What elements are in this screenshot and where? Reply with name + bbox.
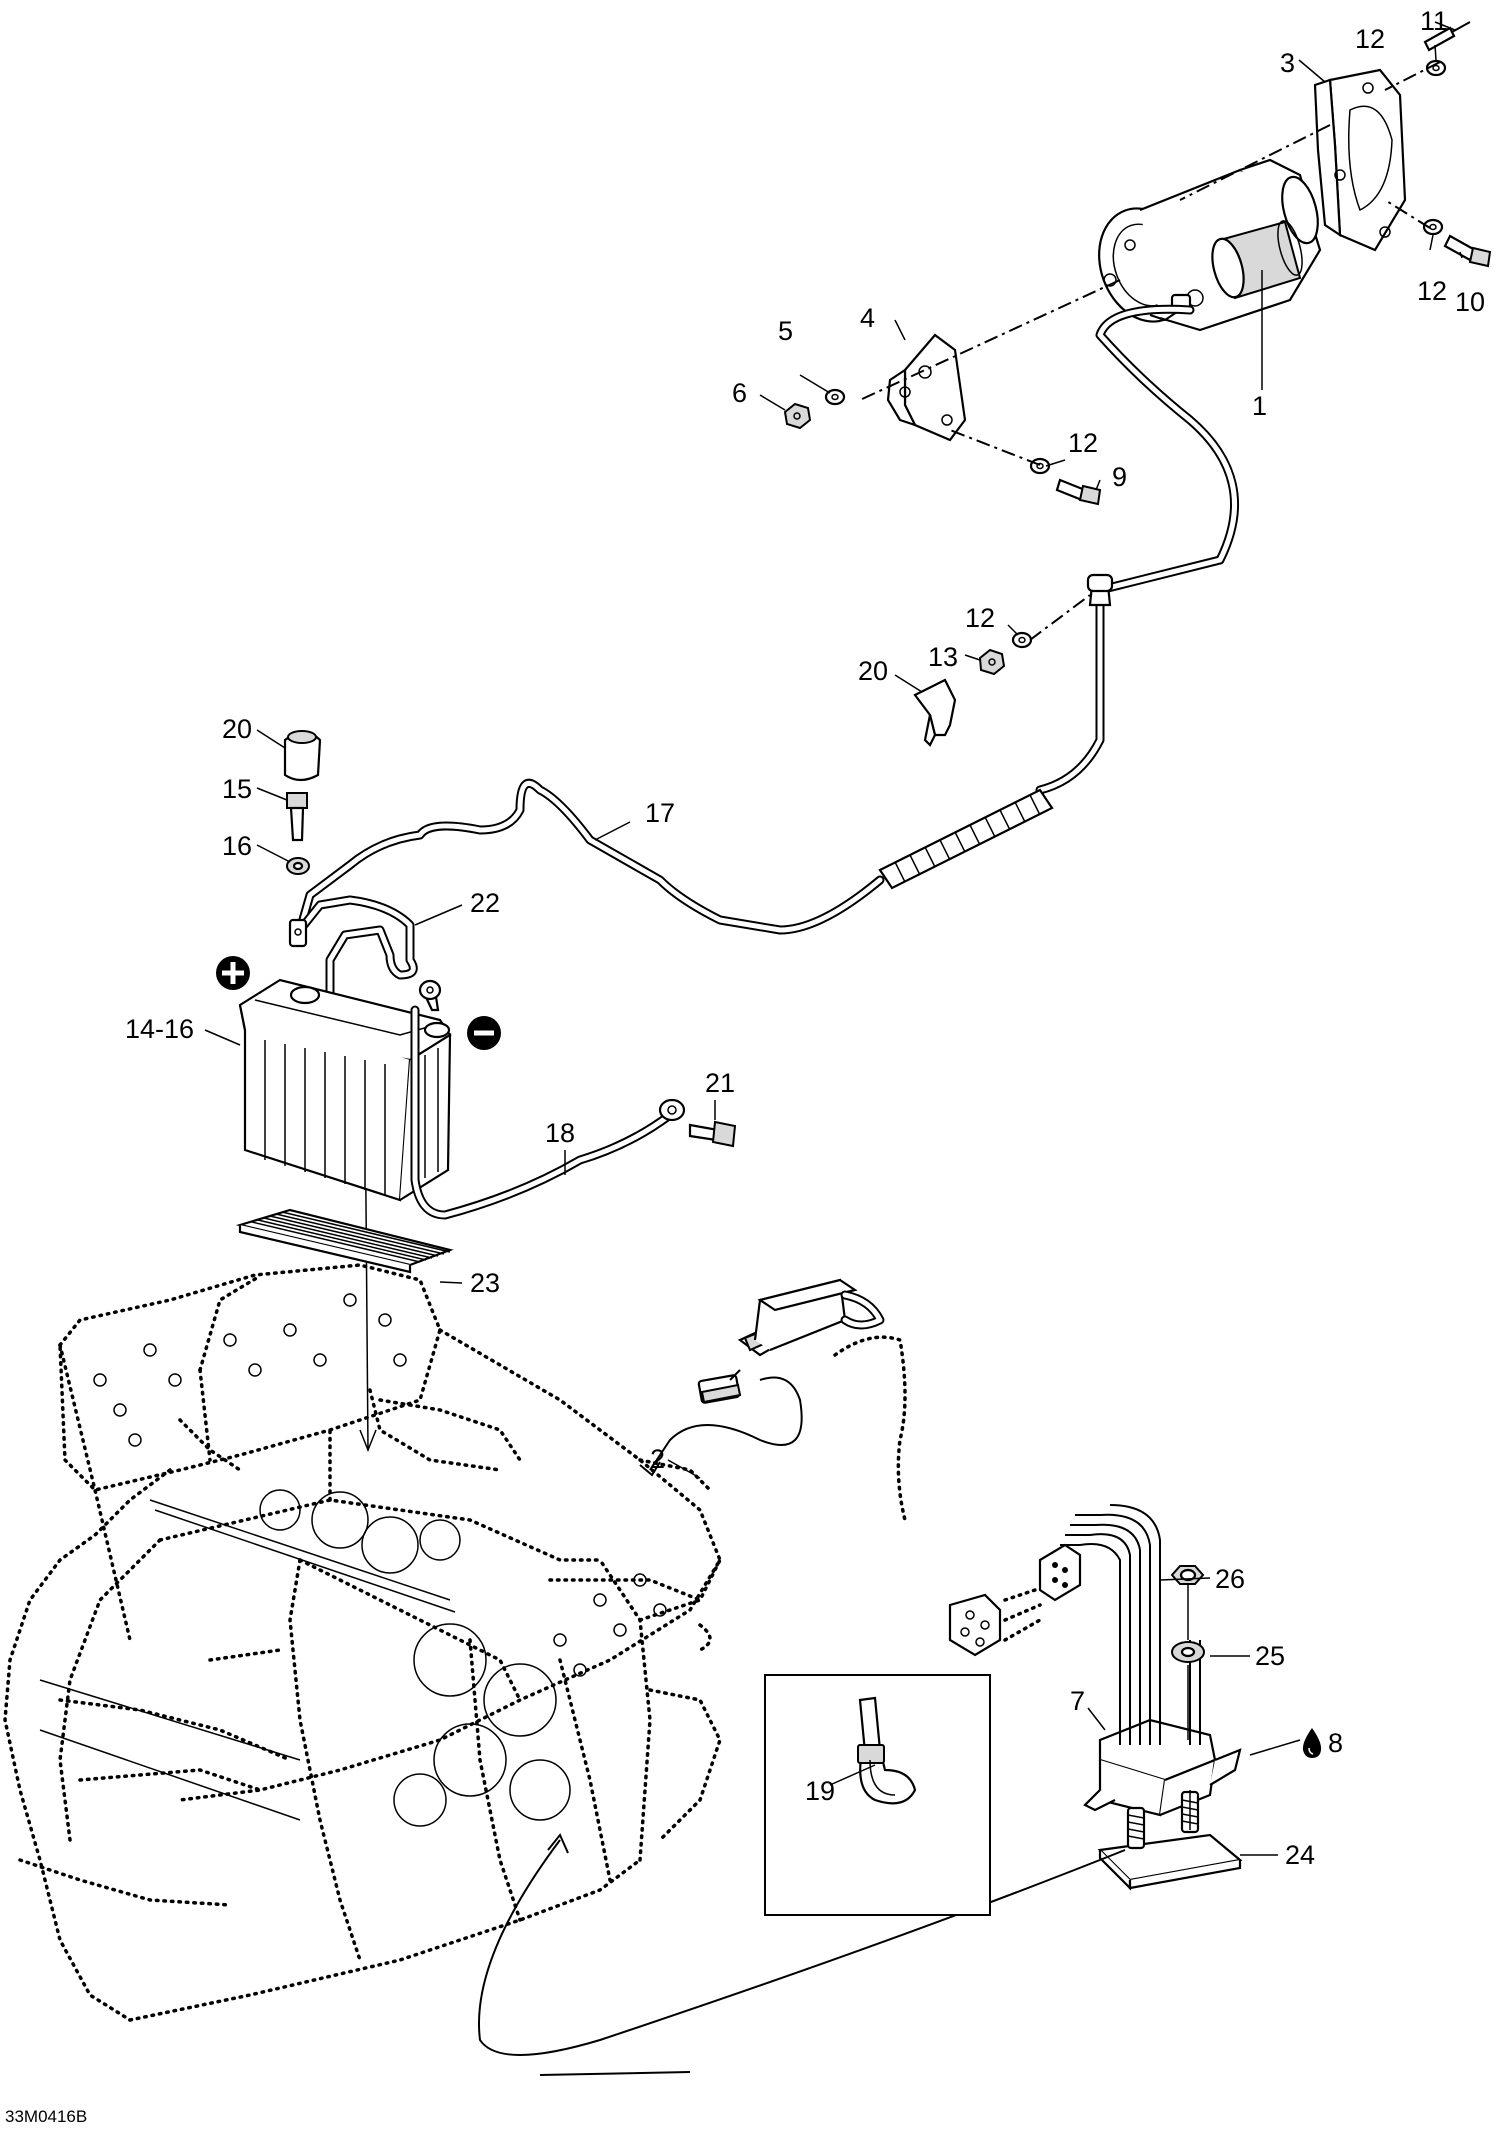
callout-26: 26 xyxy=(1215,1564,1245,1594)
oil-drop-icon xyxy=(1302,1728,1322,1758)
callout-21: 21 xyxy=(705,1068,735,1098)
baseline-rule xyxy=(539,2071,691,2076)
callout-1: 1 xyxy=(1252,391,1267,421)
callout-19: 19 xyxy=(805,1776,835,1806)
callout-16: 16 xyxy=(222,831,252,861)
callout-labels: 11 12 3 12 10 1 4 5 6 12 9 12 13 20 20 1… xyxy=(5,6,1485,2126)
terminal-caps xyxy=(283,678,957,875)
callout-2: 2 xyxy=(650,1444,665,1474)
voltage-regulator xyxy=(948,1504,1242,1817)
chassis-frame xyxy=(3,1263,907,2022)
callout-12-top: 12 xyxy=(1355,24,1385,54)
rear-bracket xyxy=(1313,68,1407,252)
callout-10: 10 xyxy=(1455,287,1485,317)
callout-12-right: 12 xyxy=(1417,276,1447,306)
callout-12-cable: 12 xyxy=(965,603,995,633)
front-bracket xyxy=(886,333,967,442)
drawing-code: 33M0416B xyxy=(5,2107,87,2126)
callout-22: 22 xyxy=(470,888,500,918)
callout-20-battery: 20 xyxy=(222,714,252,744)
callout-4: 4 xyxy=(860,303,875,333)
callout-12-mid: 12 xyxy=(1068,428,1098,458)
positive-cable xyxy=(288,304,1239,1005)
callout-18: 18 xyxy=(545,1118,575,1148)
callout-23: 23 xyxy=(470,1268,500,1298)
callout-24: 24 xyxy=(1285,1840,1315,1870)
negative-cable xyxy=(410,979,737,1220)
callout-25: 25 xyxy=(1255,1641,1285,1671)
regulator-mounting xyxy=(478,1565,1243,2056)
callout-7: 7 xyxy=(1070,1686,1085,1716)
tie-rap-inset xyxy=(764,1674,991,1916)
callout-15: 15 xyxy=(222,774,252,804)
callout-20-cable: 20 xyxy=(858,656,888,686)
callout-5: 5 xyxy=(778,316,793,346)
battery xyxy=(216,956,501,1202)
callout-11: 11 xyxy=(1420,6,1448,36)
callout-9: 9 xyxy=(1112,462,1127,492)
callout-8: 8 xyxy=(1328,1728,1343,1758)
battery-pad xyxy=(235,1208,454,1274)
fuse-holder xyxy=(639,1278,885,1477)
callout-17: 17 xyxy=(645,798,675,828)
callout-13: 13 xyxy=(928,642,958,672)
callout-6: 6 xyxy=(732,378,747,408)
leader-lines xyxy=(204,21,1463,1856)
callout-14-16: 14-16 xyxy=(125,1014,194,1044)
callout-3: 3 xyxy=(1280,48,1295,78)
starter-motor xyxy=(1098,158,1322,332)
